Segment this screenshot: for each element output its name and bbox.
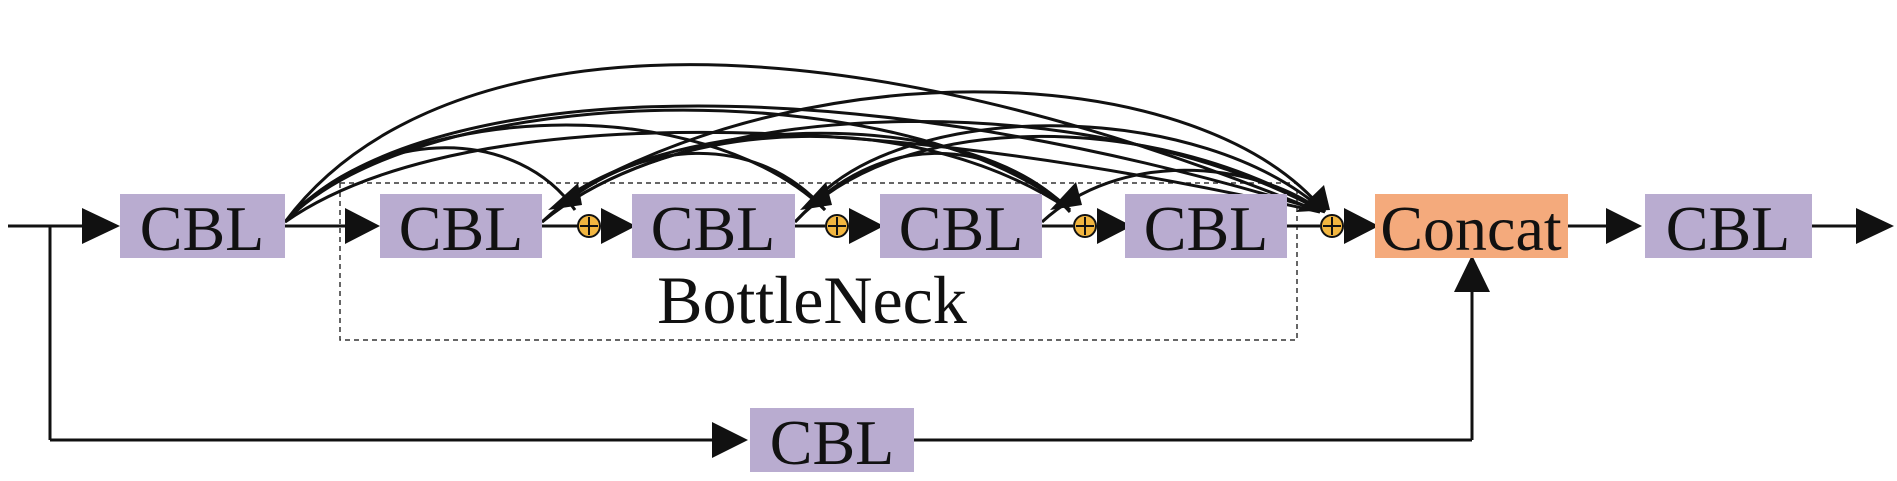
cbl-in: CBL — [120, 193, 285, 264]
cbl-skip: CBL — [750, 407, 914, 478]
bottleneck-cbl-1: CBL — [380, 193, 542, 264]
arrowhead-icon — [548, 183, 582, 210]
bottleneck-cbl-3: CBL — [880, 193, 1042, 264]
cbl-out: CBL — [1645, 193, 1812, 264]
bottleneck-cbl-4: CBL — [1125, 193, 1287, 264]
arrowhead-icon — [1050, 182, 1082, 210]
arrowhead-icon — [82, 208, 120, 244]
arrowhead-icon — [345, 208, 380, 244]
concat-label: Concat — [1380, 193, 1562, 264]
add-node-2 — [825, 214, 849, 238]
cbl-skip-label: CBL — [770, 407, 894, 478]
arrowhead-icon — [1296, 185, 1330, 212]
bottleneck-cbl-2: CBL — [632, 193, 795, 264]
bottleneck-cbl-4-label: CBL — [1144, 193, 1268, 264]
arc-arrowheads — [548, 182, 1330, 212]
concat-block: Concat — [1375, 193, 1568, 264]
arrowhead-icon — [1454, 255, 1490, 292]
add-node-4 — [1320, 214, 1344, 238]
flow-arrowheads — [82, 208, 1894, 458]
arrowhead-icon — [1344, 208, 1379, 244]
bottleneck-group — [339, 182, 1298, 341]
cbl-out-label: CBL — [1666, 193, 1790, 264]
arrowhead-icon — [712, 422, 748, 458]
skip-path-lines — [48, 226, 1474, 442]
residual-arcs — [283, 63, 1327, 224]
bottleneck-cbl-3-label: CBL — [899, 193, 1023, 264]
bottleneck-cbl-2-label: CBL — [651, 193, 775, 264]
add-node-1 — [577, 214, 601, 238]
cbl-in-label: CBL — [140, 193, 264, 264]
arrowhead-icon — [849, 208, 884, 244]
add-node-3 — [1073, 214, 1097, 238]
arrowhead-icon — [1097, 208, 1132, 244]
arrowhead-icon — [1856, 208, 1894, 244]
bottleneck-label: BottleNeck — [657, 262, 967, 338]
bottleneck-cbl-1-label: CBL — [399, 193, 523, 264]
arrowhead-icon — [800, 182, 832, 210]
arrowhead-icon — [601, 208, 636, 244]
arrowhead-icon — [1606, 208, 1642, 244]
